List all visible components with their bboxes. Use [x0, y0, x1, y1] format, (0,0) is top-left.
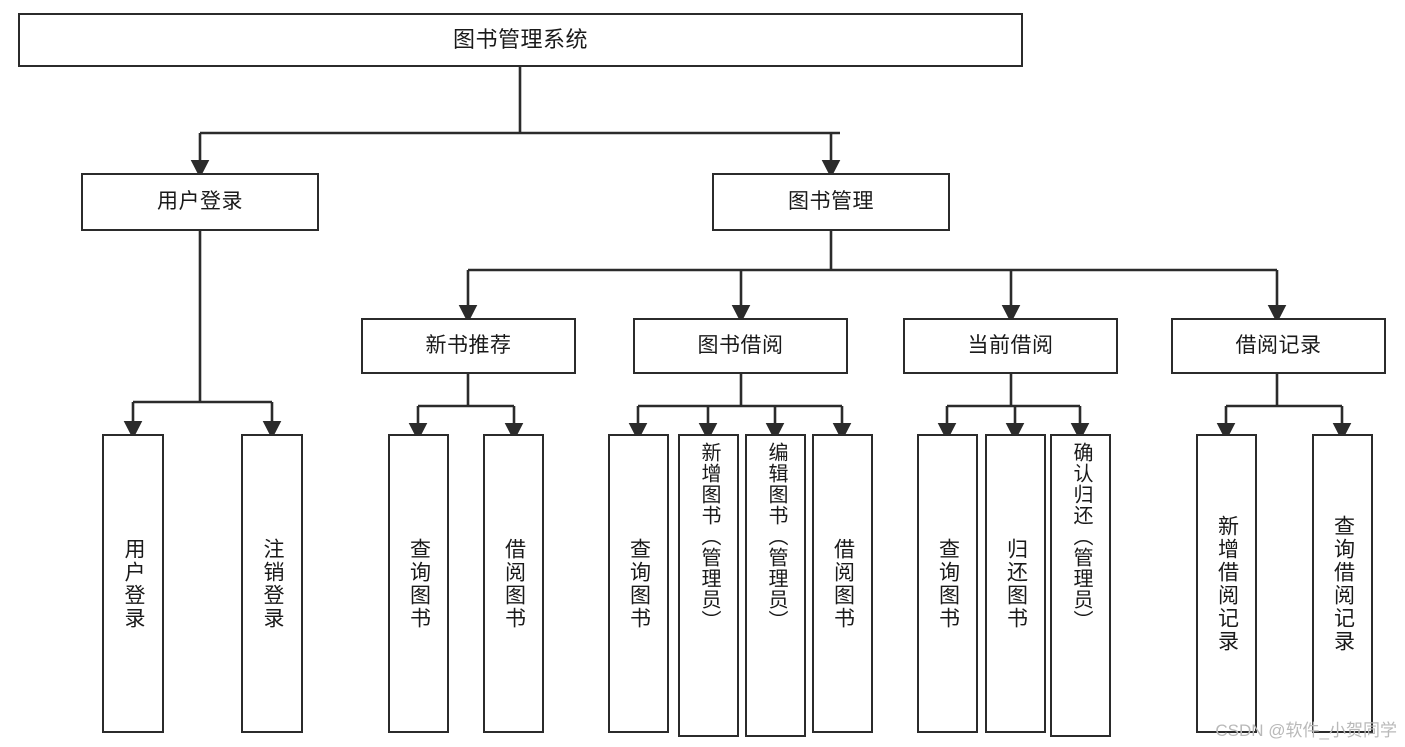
- node-leaf-borrow-book-2-label: 借阅图书: [831, 537, 855, 630]
- node-new-book-recommend[interactable]: 新书推荐: [361, 318, 576, 374]
- node-leaf-edit-book-admin[interactable]: 编辑图书（管理员）: [745, 434, 806, 737]
- node-borrow-record-label: 借阅记录: [1235, 333, 1322, 357]
- node-leaf-add-book-admin[interactable]: 新增图书（管理员）: [678, 434, 739, 737]
- node-leaf-add-borrow-record-label: 新增借阅记录: [1215, 514, 1239, 653]
- node-leaf-logout[interactable]: 注销登录: [241, 434, 303, 733]
- node-user-login[interactable]: 用户登录: [81, 173, 319, 231]
- node-leaf-confirm-return-admin-label: 确认归还（管理员）: [1070, 442, 1092, 631]
- node-borrow-record[interactable]: 借阅记录: [1171, 318, 1386, 374]
- node-leaf-query-borrow-record[interactable]: 查询借阅记录: [1312, 434, 1373, 733]
- node-leaf-logout-label: 注销登录: [261, 537, 285, 630]
- node-new-book-recommend-label: 新书推荐: [425, 333, 512, 357]
- node-current-borrow[interactable]: 当前借阅: [903, 318, 1118, 374]
- node-leaf-borrow-book-1[interactable]: 借阅图书: [483, 434, 544, 733]
- node-book-manage-label: 图书管理: [788, 189, 874, 213]
- node-root[interactable]: 图书管理系统: [18, 13, 1023, 67]
- node-root-label: 图书管理系统: [452, 27, 588, 53]
- node-leaf-query-book-1[interactable]: 查询图书: [388, 434, 449, 733]
- node-leaf-user-login-label: 用户登录: [122, 537, 146, 630]
- node-leaf-return-book-label: 归还图书: [1004, 537, 1028, 630]
- node-book-manage[interactable]: 图书管理: [712, 173, 950, 231]
- node-leaf-add-book-admin-label: 新增图书（管理员）: [698, 442, 720, 631]
- node-current-borrow-label: 当前借阅: [967, 333, 1054, 357]
- node-leaf-query-book-2-label: 查询图书: [627, 537, 651, 630]
- node-leaf-return-book[interactable]: 归还图书: [985, 434, 1046, 733]
- csdn-watermark: CSDN @软件_小贺同学: [1215, 721, 1397, 740]
- node-leaf-query-book-3-label: 查询图书: [936, 537, 960, 630]
- node-leaf-add-borrow-record[interactable]: 新增借阅记录: [1196, 434, 1257, 733]
- node-book-borrow-label: 图书借阅: [697, 333, 784, 357]
- node-leaf-query-borrow-record-label: 查询借阅记录: [1331, 514, 1355, 653]
- node-leaf-edit-book-admin-label: 编辑图书（管理员）: [765, 442, 787, 631]
- node-user-login-label: 用户登录: [157, 189, 243, 213]
- node-leaf-borrow-book-1-label: 借阅图书: [502, 537, 526, 630]
- node-leaf-borrow-book-2[interactable]: 借阅图书: [812, 434, 873, 733]
- node-book-borrow[interactable]: 图书借阅: [633, 318, 848, 374]
- node-leaf-query-book-1-label: 查询图书: [407, 537, 431, 630]
- node-leaf-query-book-2[interactable]: 查询图书: [608, 434, 669, 733]
- node-leaf-user-login[interactable]: 用户登录: [102, 434, 164, 733]
- node-leaf-confirm-return-admin[interactable]: 确认归还（管理员）: [1050, 434, 1111, 737]
- node-leaf-query-book-3[interactable]: 查询图书: [917, 434, 978, 733]
